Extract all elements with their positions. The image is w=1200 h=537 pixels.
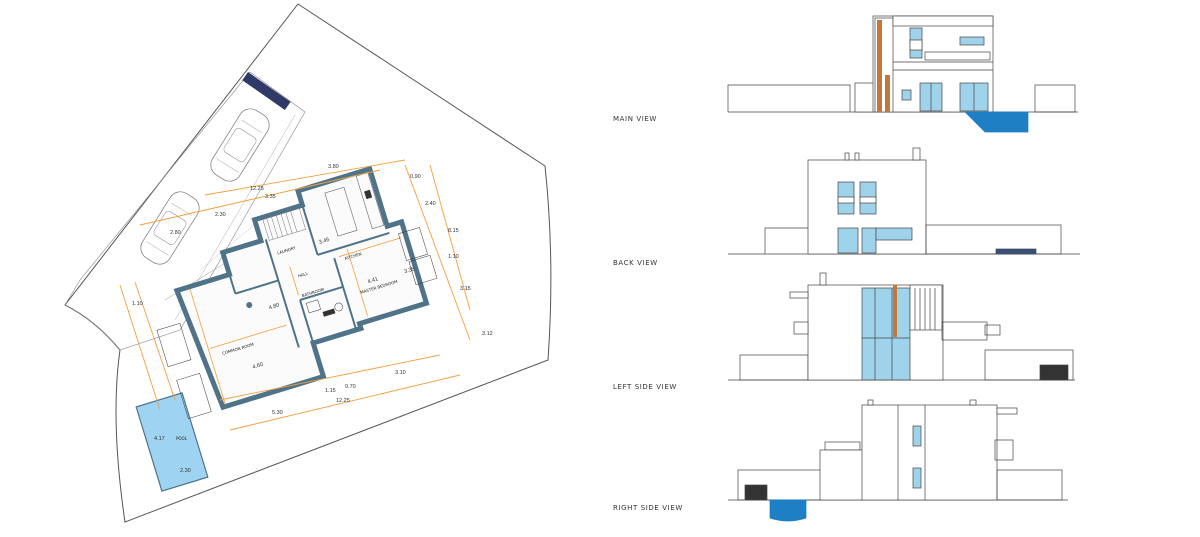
- dim-label: 1.10: [132, 301, 143, 307]
- dim-label: 3.35: [404, 266, 416, 275]
- room-label-bathroom: BATHROOM: [301, 286, 325, 298]
- dim-label: 12.25: [336, 398, 350, 404]
- dim-label: 2.30: [180, 468, 191, 474]
- dim-label: 3.12: [482, 331, 493, 337]
- dim-label: 0.70: [345, 384, 356, 390]
- dim-label: 2.80: [170, 230, 181, 236]
- house-floor-plan: LAUNDRY HALL KITCHEN COMMON ROOM BATHROO…: [173, 165, 430, 411]
- view-label-back: BACK VIEW: [613, 259, 658, 267]
- dim-label: 3.45: [318, 237, 330, 246]
- dim-label: 5.30: [272, 410, 283, 416]
- pool: POOL 2.30 4.17: [135, 392, 209, 492]
- room-label-laundry: LAUNDRY: [277, 245, 297, 256]
- solar-panel: [242, 71, 291, 111]
- dim-label: 3.35: [265, 194, 276, 200]
- car-icon: [210, 108, 270, 182]
- floor-plan: POOL 2.30 4.17: [64, 3, 552, 523]
- view-label-main: MAIN VIEW: [613, 115, 657, 123]
- dim-label: 3.10: [395, 370, 406, 376]
- dim-label: 4.60: [252, 362, 264, 371]
- exterior-wall: [173, 165, 430, 411]
- dim-label: 4.41: [367, 276, 379, 285]
- room-label-kitchen: KITCHEN: [344, 251, 362, 261]
- entry-steps: [156, 227, 438, 419]
- main-view-elevation: [727, 15, 1078, 133]
- car-icon: [140, 191, 200, 265]
- view-label-right-side: RIGHT SIDE VIEW: [613, 504, 683, 512]
- dim-label: 4.80: [268, 302, 280, 311]
- dim-label: 12.25: [250, 186, 264, 192]
- dim-label: 1.10: [448, 254, 459, 260]
- room-label-hall: HALL: [297, 270, 309, 278]
- back-view-elevation: [728, 147, 1080, 255]
- view-label-left-side: LEFT SIDE VIEW: [613, 383, 677, 391]
- left-side-view-elevation: [728, 272, 1075, 381]
- driveway: [64, 71, 306, 351]
- dim-label: 4.17: [154, 436, 165, 442]
- dim-label: 3.80: [328, 164, 339, 170]
- dim-label: 2.30: [215, 212, 226, 218]
- room-label-pool: POOL: [176, 436, 188, 441]
- dim-label: 3.15: [460, 286, 471, 292]
- dim-label: 1.15: [325, 388, 336, 394]
- dim-label: 8.15: [448, 228, 459, 234]
- dim-label: 2.40: [425, 201, 436, 207]
- right-side-view-elevation: [728, 399, 1068, 522]
- dim-label: 0.90: [410, 174, 421, 180]
